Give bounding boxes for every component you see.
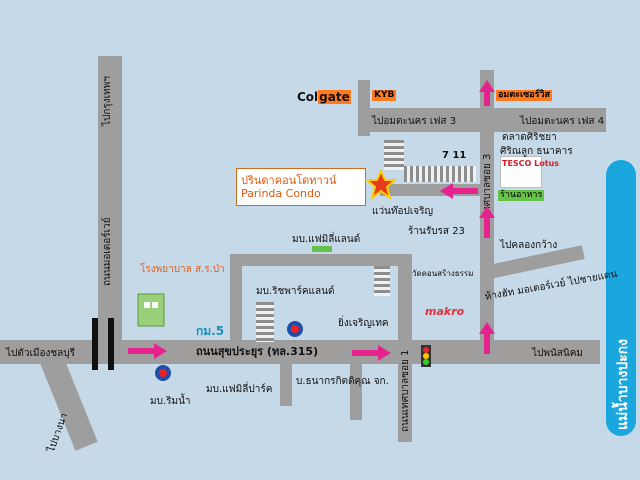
label-to-chonburi: ไปตัวเมืองชลบุรี bbox=[6, 348, 76, 359]
label-km5: กม.5 bbox=[196, 324, 225, 338]
label-bank: ศิริณลูก ธนาคาร bbox=[500, 146, 573, 157]
label-to-bangkok: ไปกรุงเทพฯ bbox=[102, 76, 113, 126]
road-phase bbox=[358, 108, 606, 132]
label-to-klongkwang: ไปคลองกว้าง bbox=[500, 240, 558, 251]
condo-name-th: ปรินดาคอนโดทาวน์ bbox=[241, 174, 337, 187]
road-inner-south2 bbox=[280, 360, 292, 406]
building-row bbox=[404, 166, 476, 182]
label-wat: วัดดอนสร้างธรรม bbox=[412, 269, 474, 278]
label-family-land: มบ.แฟมิลี่แลนด์ bbox=[292, 234, 361, 245]
building-block bbox=[384, 140, 404, 170]
tesco-building bbox=[500, 156, 542, 188]
label-soi-1: ถนนเทศบาลซอย 1 bbox=[400, 349, 411, 432]
bridge-icon bbox=[92, 318, 114, 370]
label-market: ตลาดศิริชยา bbox=[502, 132, 557, 143]
road-inner-top bbox=[230, 254, 412, 266]
label-7-11: 7 11 bbox=[442, 150, 467, 161]
label-colgate: Colgate bbox=[297, 90, 351, 104]
river bbox=[606, 160, 636, 436]
road-inner-left bbox=[230, 254, 242, 350]
hospital-icon bbox=[137, 293, 165, 327]
condo-star-icon bbox=[364, 170, 398, 200]
label-shop23: ร้านรับรส 23 bbox=[408, 226, 465, 237]
label-to-phanat: ไปพนัสนิคม bbox=[532, 348, 584, 359]
road-inner-south bbox=[350, 360, 362, 420]
building-block-2 bbox=[256, 302, 274, 342]
label-phase4: ไปอมตะนคร เฟส 4 bbox=[520, 116, 605, 127]
gas-station-icon bbox=[155, 365, 171, 381]
label-thanakrit: บ.ธนากรกิตติคุณ จก. bbox=[296, 376, 389, 387]
tag-kyb: KYB bbox=[372, 90, 397, 101]
gas-station-icon-2 bbox=[287, 321, 303, 337]
river-label: แม่น้ำบางปะกง bbox=[615, 339, 631, 430]
arrow-up-icon-3 bbox=[479, 80, 495, 106]
building-block-3 bbox=[374, 266, 390, 296]
traffic-light-icon bbox=[421, 345, 431, 367]
label-motorway: ถนนมอเตอร์เวย์ bbox=[102, 217, 113, 286]
label-parkland: มบ.ริชพาร์คแลนด์ bbox=[256, 286, 335, 297]
road-phase-stub bbox=[358, 80, 370, 136]
tag-amata-service: อมตะเซอร์วิส bbox=[496, 90, 552, 101]
road-to-bangkok bbox=[98, 56, 122, 356]
condo-name-en: Parinda Condo bbox=[241, 187, 321, 200]
arrow-right-icon-2 bbox=[352, 345, 391, 361]
road-soi-1 bbox=[398, 262, 412, 442]
label-river-village: มบ.ริมน้ำ bbox=[150, 396, 191, 407]
label-makro: makro bbox=[425, 305, 465, 318]
label-phase3: ไปอมตะนคร เฟส 3 bbox=[372, 116, 457, 127]
label-familypark: มบ.แฟมิลี่ปาร์ค bbox=[206, 384, 273, 395]
tag-family-land bbox=[312, 246, 332, 252]
label-hospital: โรงพยาบาล ส.ร.ป่า bbox=[140, 264, 225, 275]
label-yingcharoen: ยิ่งเจริญเทค bbox=[338, 318, 389, 329]
arrow-up-icon-2 bbox=[479, 206, 495, 238]
label-main-road: ถนนสุขประยุร (ทล.315) bbox=[196, 345, 319, 358]
condo-label-box: ปรินดาคอนโดทาวน์ Parinda Condo bbox=[236, 168, 366, 206]
arrow-up-icon bbox=[479, 322, 495, 354]
label-tesco: TESCO Lotus bbox=[502, 159, 560, 168]
arrow-right-icon bbox=[128, 343, 167, 359]
arrow-left-icon bbox=[440, 183, 478, 199]
label-guesthouse: แว่นท๊อปเจริญ bbox=[372, 206, 434, 217]
tag-food: ร้านอาหาร bbox=[498, 190, 545, 201]
